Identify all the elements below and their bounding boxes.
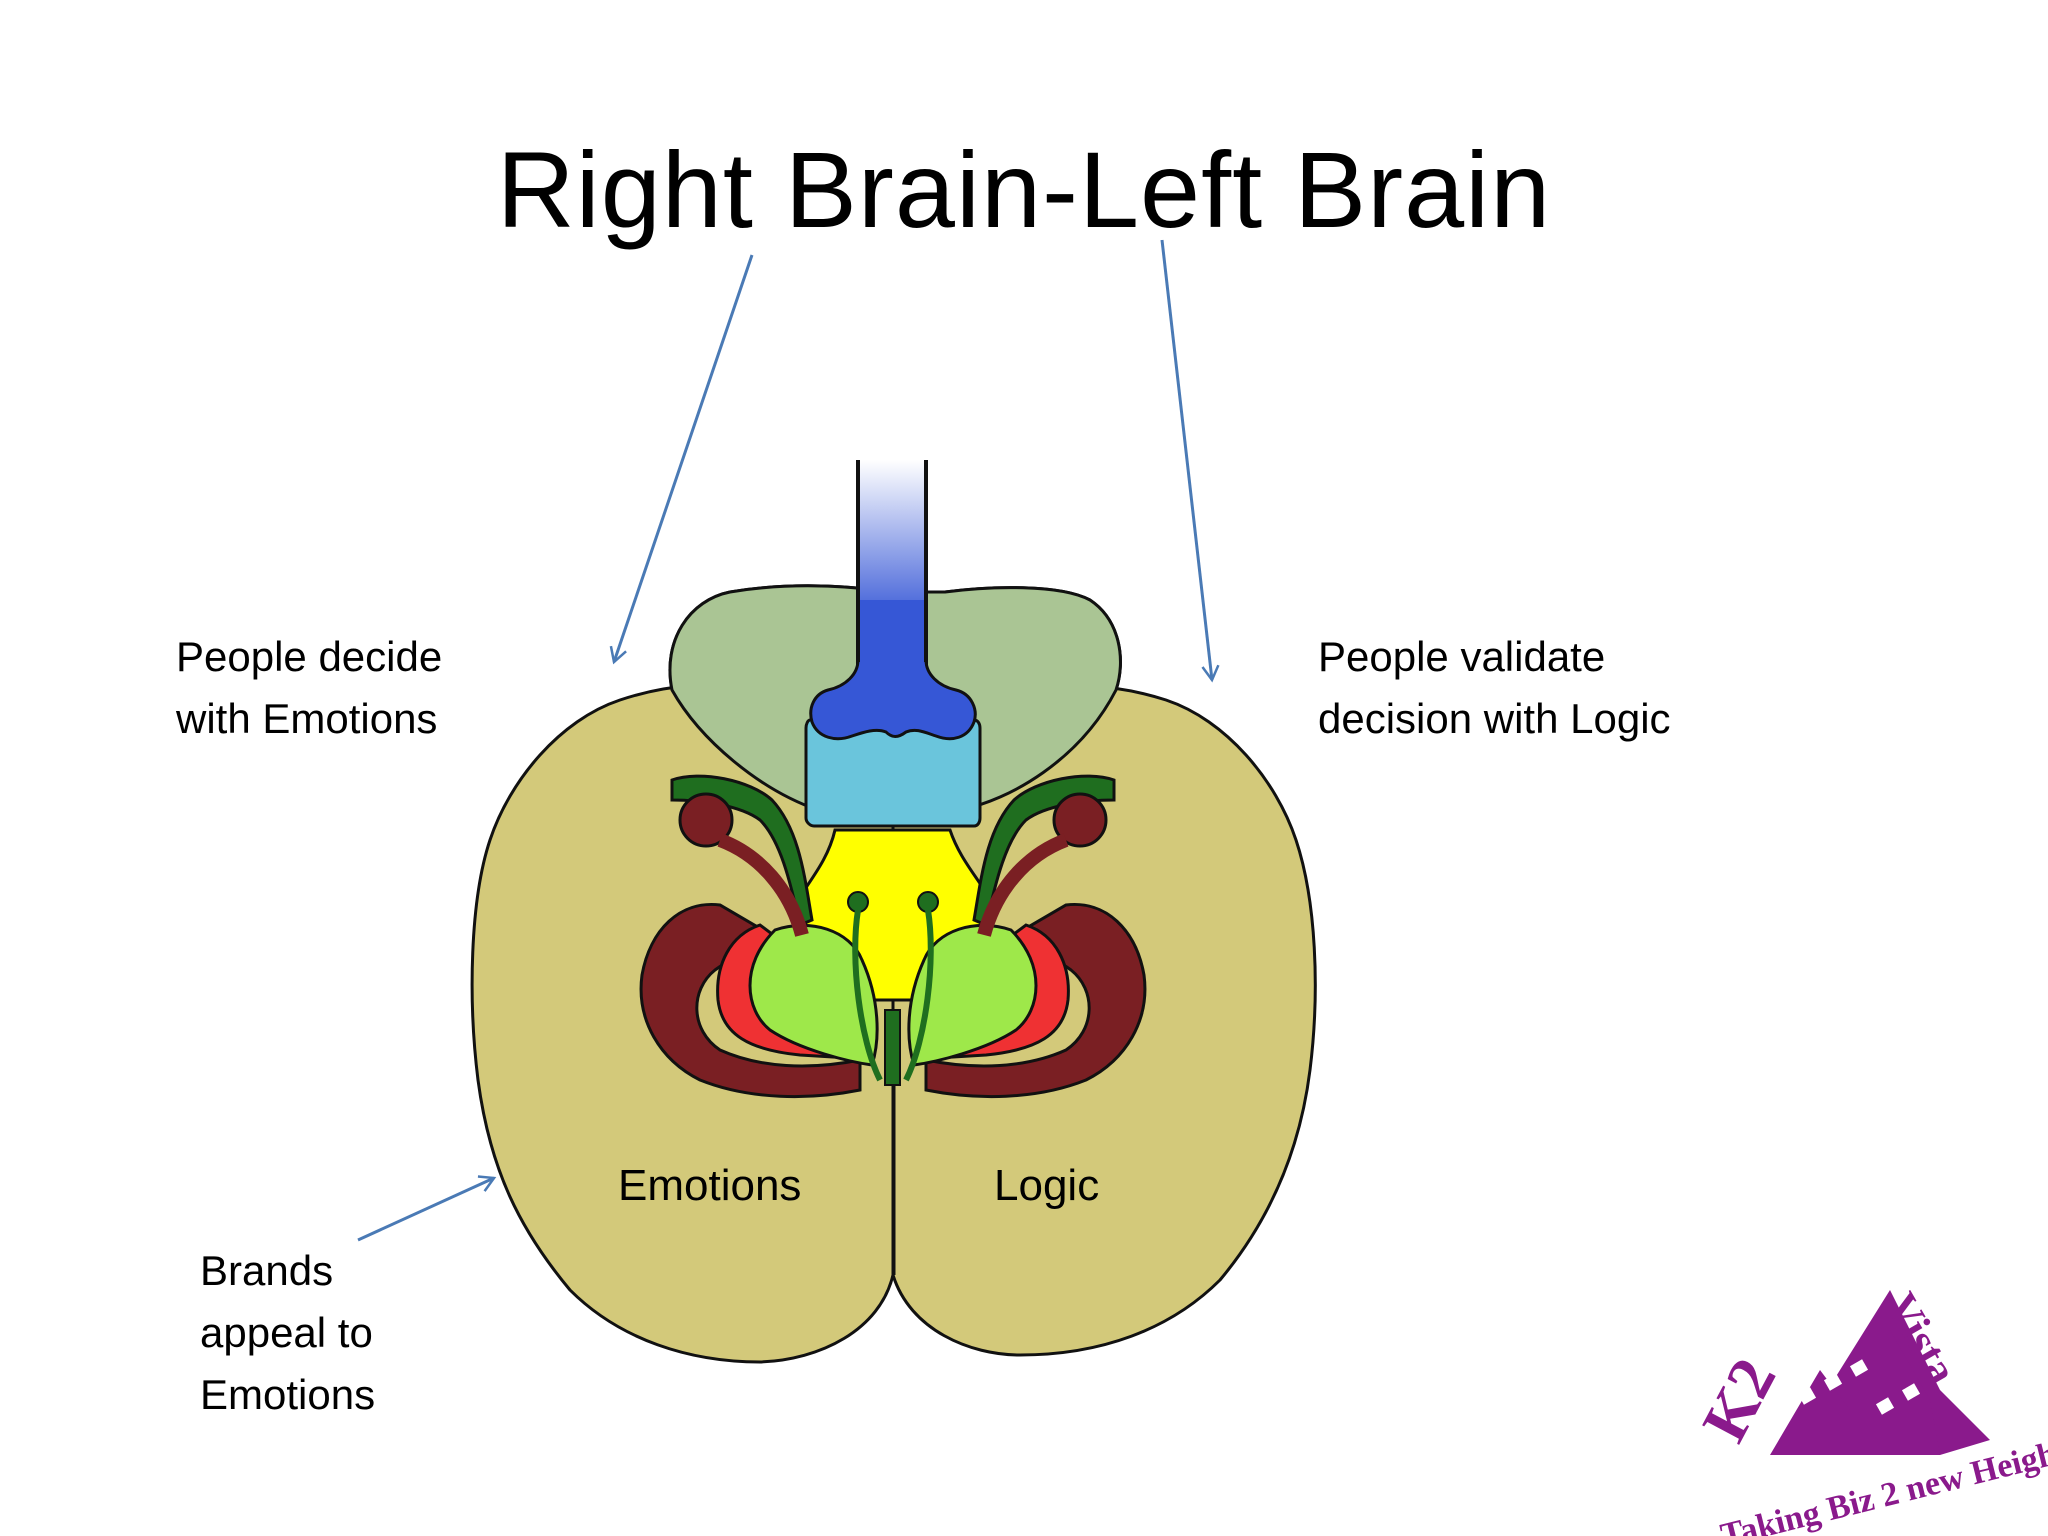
right-green-strand bbox=[903, 909, 934, 1082]
left-green-strand bbox=[852, 909, 883, 1082]
note-line: Emotions bbox=[200, 1371, 376, 1418]
logo-window-4 bbox=[1875, 1397, 1895, 1415]
logo-mountain-shape bbox=[1770, 1330, 1940, 1455]
note-line: People validate bbox=[1318, 633, 1606, 680]
left-red-stalk bbox=[717, 833, 809, 937]
arrow-title-to-left bbox=[609, 254, 754, 665]
logic-hemisphere-label: Logic bbox=[994, 1161, 1100, 1210]
right-dark-red-structure bbox=[924, 902, 1147, 1099]
note-decide-with-emotions: People decide with Emotions bbox=[176, 626, 442, 750]
midbrain bbox=[804, 718, 982, 828]
note-line: with Emotions bbox=[176, 695, 438, 742]
left-dark-green-tract bbox=[670, 774, 814, 928]
arrow-brands-to-brain bbox=[357, 1175, 497, 1242]
right-dark-red-knob bbox=[1052, 792, 1108, 848]
emotions-hemisphere-label: Emotions bbox=[618, 1161, 802, 1210]
right-green-node bbox=[917, 891, 939, 913]
brain-stem-lobes bbox=[809, 658, 977, 741]
arrow-title-to-right bbox=[1160, 239, 1220, 683]
note-brands-appeal: Brands appeal to Emotions bbox=[200, 1240, 375, 1426]
left-dark-red-structure bbox=[639, 902, 862, 1099]
logo-window-2 bbox=[1823, 1373, 1843, 1391]
logo-window-5 bbox=[1901, 1383, 1921, 1401]
left-dark-red-knob bbox=[678, 792, 734, 848]
logo-window-1 bbox=[1797, 1387, 1817, 1405]
right-red-stalk bbox=[977, 833, 1069, 937]
center-green-tract bbox=[884, 1009, 901, 1086]
note-line: decision with Logic bbox=[1318, 695, 1671, 742]
right-dark-green-tract bbox=[972, 774, 1116, 928]
note-line: appeal to bbox=[200, 1309, 373, 1356]
left-green-node bbox=[847, 891, 869, 913]
note-line: Brands bbox=[200, 1247, 334, 1294]
logo-window-3 bbox=[1849, 1359, 1869, 1377]
note-validate-with-logic: People validate decision with Logic bbox=[1318, 626, 1671, 750]
k2-vista-logo: K2 Vista Taking Biz 2 new Heights bbox=[1688, 1285, 2048, 1536]
note-line: People decide bbox=[176, 633, 443, 680]
logo-k2-text: K2 bbox=[1688, 1347, 1789, 1453]
brain-stem-cover bbox=[860, 600, 924, 670]
page-title: Right Brain-Left Brain bbox=[496, 129, 1552, 250]
